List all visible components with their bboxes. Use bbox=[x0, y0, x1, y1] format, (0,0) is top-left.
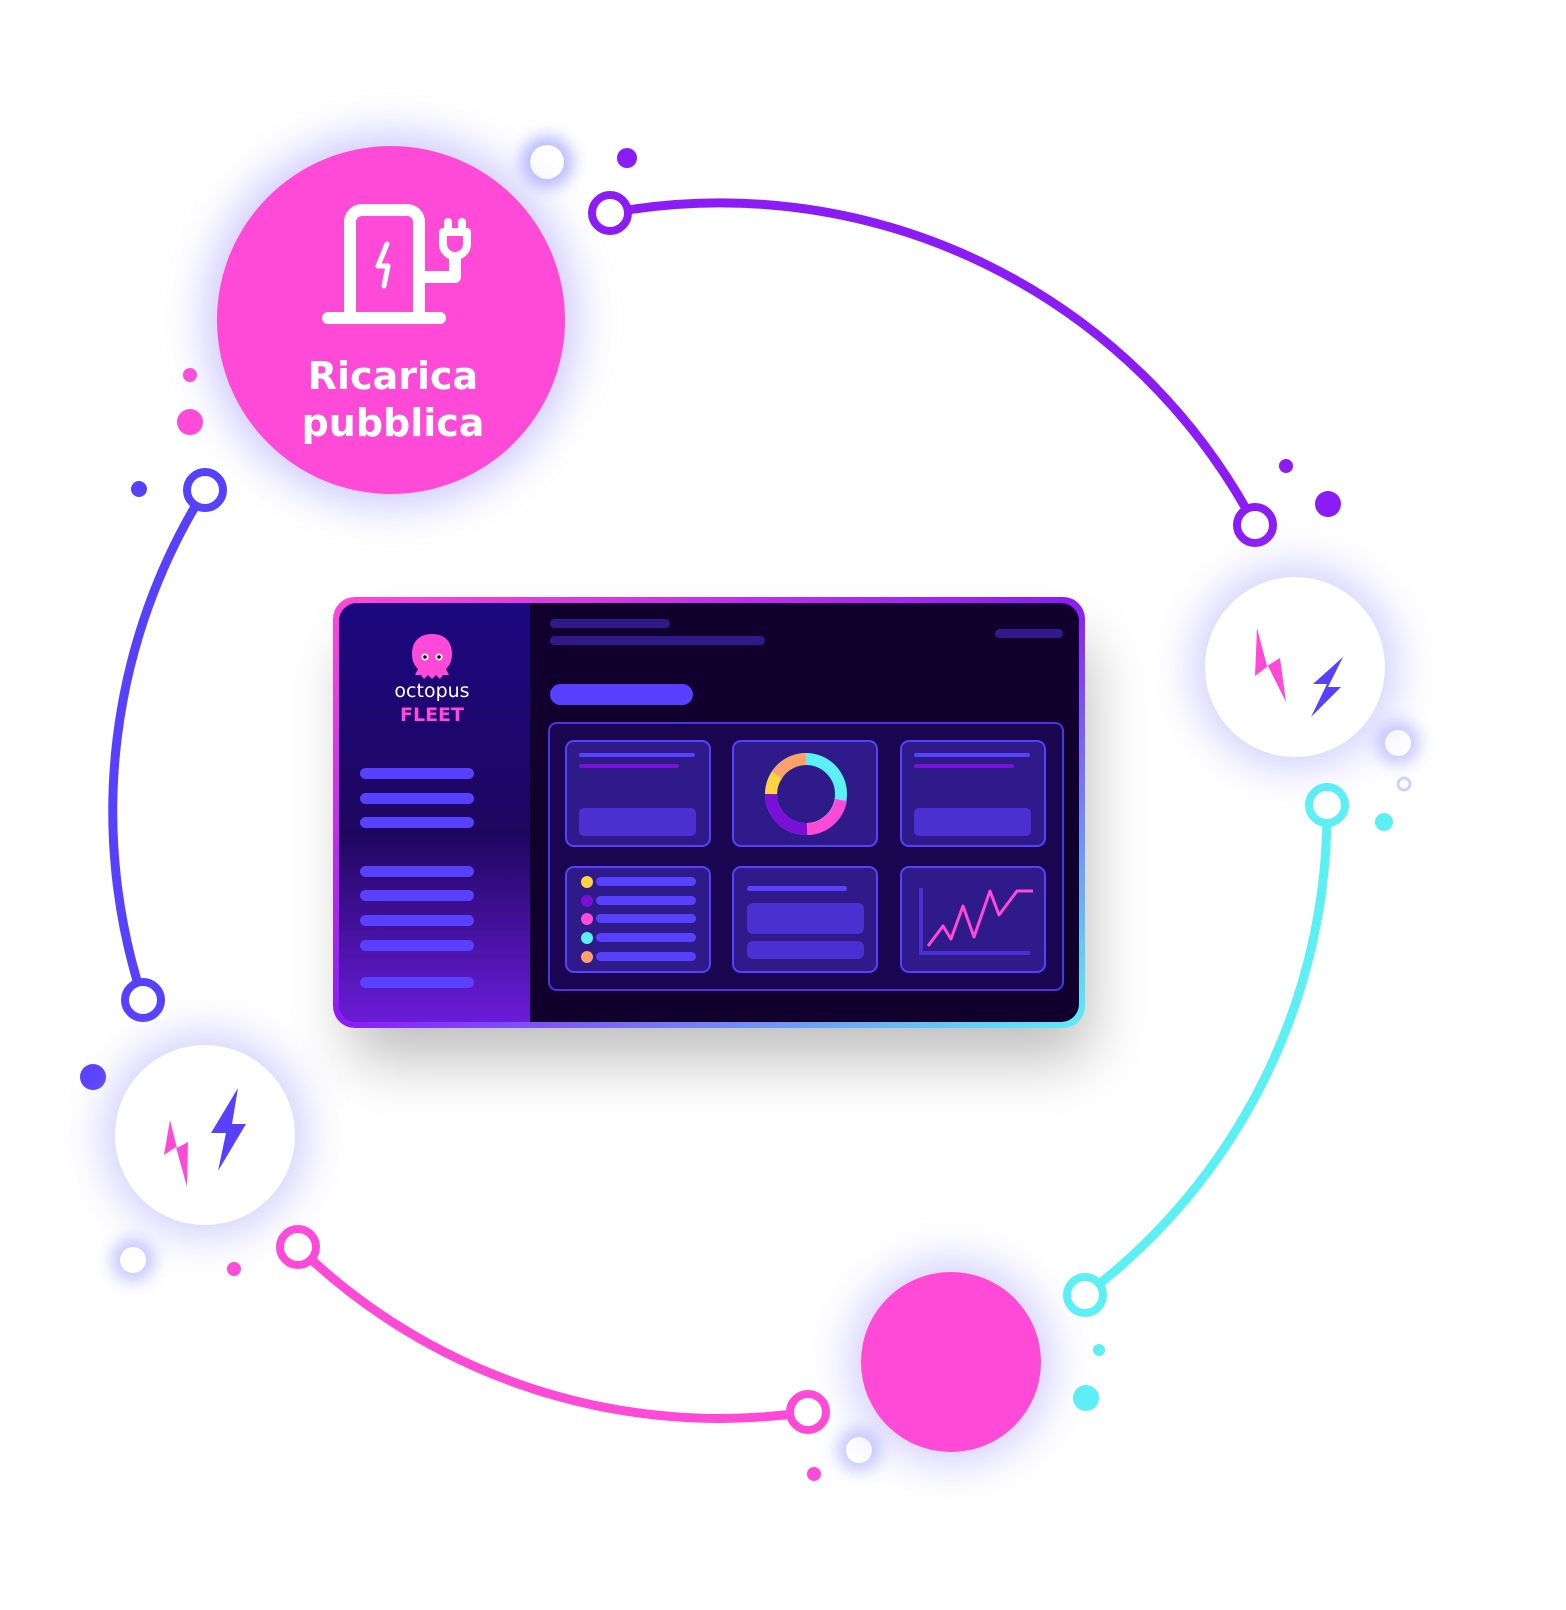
brand-product: FLEET bbox=[400, 704, 464, 726]
lightning-bolt-icon bbox=[1255, 628, 1286, 702]
ring-node bbox=[1233, 503, 1277, 547]
widget-card[interactable] bbox=[732, 740, 878, 847]
sidebar-item[interactable] bbox=[360, 817, 474, 828]
ev-charger-icon bbox=[322, 204, 471, 324]
sidebar-item[interactable] bbox=[360, 866, 474, 877]
widget-card[interactable] bbox=[900, 866, 1046, 973]
hub-label-line1: Ricarica bbox=[308, 354, 478, 398]
lightning-bolt-icon bbox=[211, 1088, 246, 1171]
ring-arc-pink bbox=[293, 1242, 813, 1423]
ring-node bbox=[588, 191, 632, 235]
sidebar-item[interactable] bbox=[360, 977, 474, 988]
energy-node-right bbox=[1195, 567, 1395, 767]
public-charging-hub: Ricarica pubblica bbox=[206, 135, 576, 505]
legend-list bbox=[581, 876, 696, 963]
ring-node bbox=[786, 1390, 830, 1434]
sidebar-item[interactable] bbox=[360, 915, 474, 926]
primary-button[interactable] bbox=[550, 684, 693, 705]
sidebar-item[interactable] bbox=[360, 768, 474, 779]
ring-arc-purple bbox=[605, 198, 1260, 530]
header-action-placeholder bbox=[995, 629, 1063, 638]
sidebar-item[interactable] bbox=[360, 793, 474, 804]
fleet-dashboard: octopus FLEET bbox=[333, 597, 1090, 1060]
ring-node bbox=[121, 978, 165, 1022]
line-chart bbox=[919, 888, 1033, 955]
ring-node bbox=[1305, 783, 1349, 827]
ring-node bbox=[276, 1225, 320, 1269]
hub-label-line2: pubblica bbox=[302, 401, 485, 445]
ring-node bbox=[1063, 1273, 1107, 1317]
sidebar-item[interactable] bbox=[360, 890, 474, 901]
donut-chart bbox=[765, 753, 847, 835]
decorative-dots bbox=[80, 136, 1420, 1481]
header-subtitle-placeholder bbox=[550, 636, 765, 645]
ring-arc-cyan bbox=[1080, 800, 1332, 1300]
lightning-bolt-icon bbox=[164, 1120, 188, 1187]
header-title-placeholder bbox=[550, 619, 670, 628]
ring-arc-indigo bbox=[108, 485, 210, 1005]
energy-node-left bbox=[105, 1035, 305, 1235]
brand-name: octopus bbox=[394, 680, 469, 702]
octopus-logo-icon bbox=[412, 634, 452, 679]
lightning-bolt-icon bbox=[1311, 657, 1343, 717]
sidebar-item[interactable] bbox=[360, 940, 474, 951]
energy-node-bottom bbox=[851, 1262, 1051, 1462]
ring-node bbox=[183, 468, 227, 512]
